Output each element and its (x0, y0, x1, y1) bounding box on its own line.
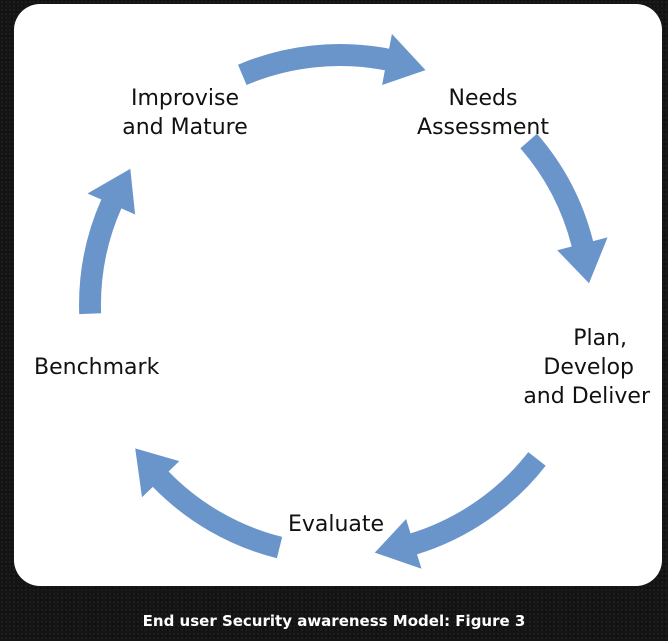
arrow-benchmark-to-improvise (79, 168, 136, 315)
step-plan-line1: Plan, (573, 326, 627, 351)
step-benchmark-line1: Benchmark (34, 355, 160, 380)
arrow-needs-to-plan (520, 133, 608, 284)
step-needs-assessment-line2: Assessment (417, 115, 549, 140)
step-improvise-line1: Improvise (130, 86, 240, 111)
step-evaluate-line1: Evaluate (287, 512, 385, 537)
step-evaluate: Evaluate (266, 510, 406, 539)
arrow-plan-to-evaluate (374, 452, 546, 569)
step-benchmark: Benchmark (34, 353, 159, 382)
step-needs-assessment: Needs Assessment (408, 84, 558, 142)
step-plan-line3: and Deliver (523, 384, 650, 409)
step-improvise-mature: Improvise and Mature (110, 84, 260, 142)
figure-caption: End user Security awareness Model: Figur… (142, 612, 526, 630)
arrow-evaluate-to-benchmark (135, 448, 283, 559)
arrow-improvise-to-needs (238, 33, 426, 85)
step-plan-line2: Develop (543, 355, 634, 380)
step-needs-assessment-line1: Needs (448, 86, 518, 111)
diagram-panel (14, 4, 662, 586)
step-improvise-line2: and Mature (122, 115, 248, 140)
step-plan-develop-deliver: Plan, Develop and Deliver (500, 324, 650, 411)
